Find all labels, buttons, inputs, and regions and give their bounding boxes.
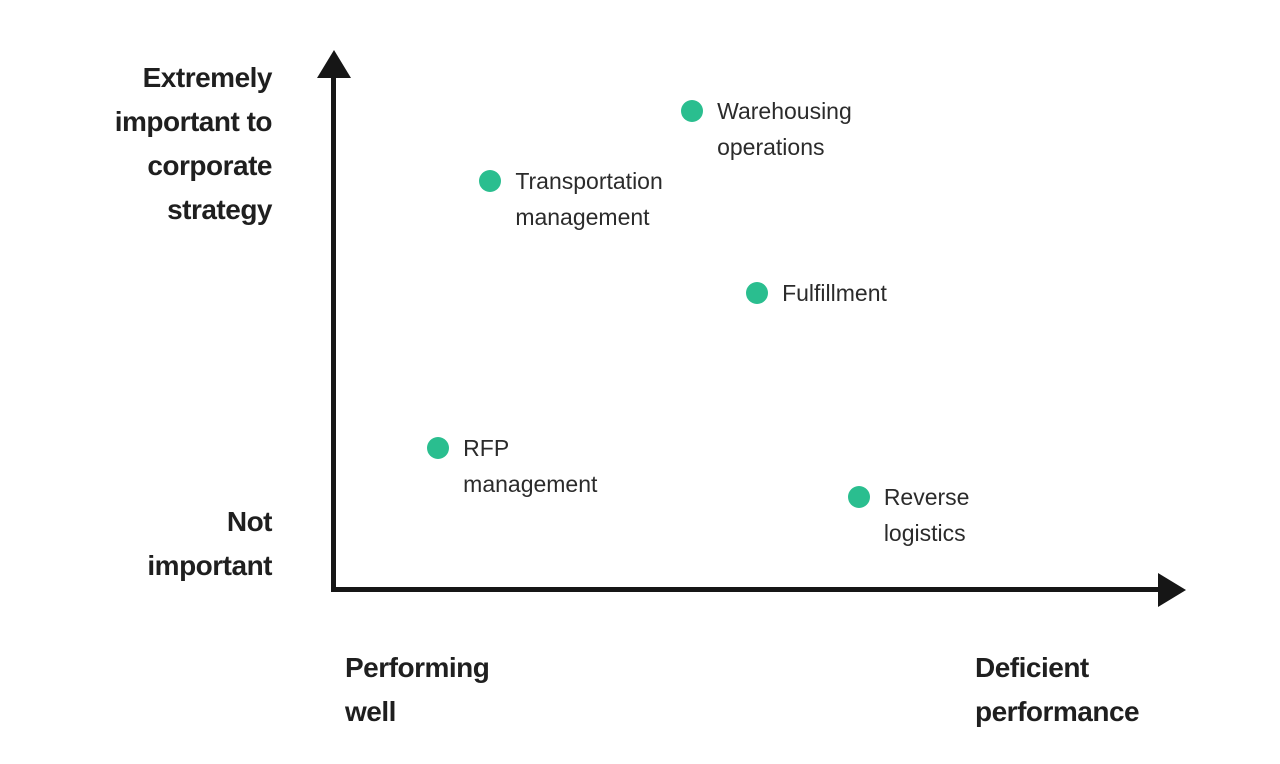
- point-dot-icon: [479, 170, 502, 193]
- x-axis-line: [331, 587, 1160, 592]
- point-dot-icon: [681, 100, 704, 123]
- point-dot-icon: [427, 436, 450, 459]
- y-axis-arrow-icon: [317, 50, 351, 78]
- x-axis-left-label: Performing well: [345, 652, 490, 727]
- point-label: Transportation management: [515, 168, 663, 231]
- point-label: Fulfillment: [782, 280, 887, 307]
- point-label: Reverse logistics: [883, 483, 970, 546]
- point-dot-icon: [746, 282, 769, 305]
- x-axis-right-label: Deficient performance: [975, 652, 1140, 727]
- y-axis-bottom-label: Not important: [147, 506, 272, 581]
- x-axis-arrow-icon: [1158, 573, 1186, 607]
- y-axis-top-label: Extremely important to corporate strateg…: [114, 62, 273, 225]
- point-label: Warehousing operations: [717, 98, 852, 161]
- point-dot-icon: [847, 485, 870, 508]
- point-label: RFP management: [463, 434, 598, 497]
- y-axis-line: [331, 74, 336, 592]
